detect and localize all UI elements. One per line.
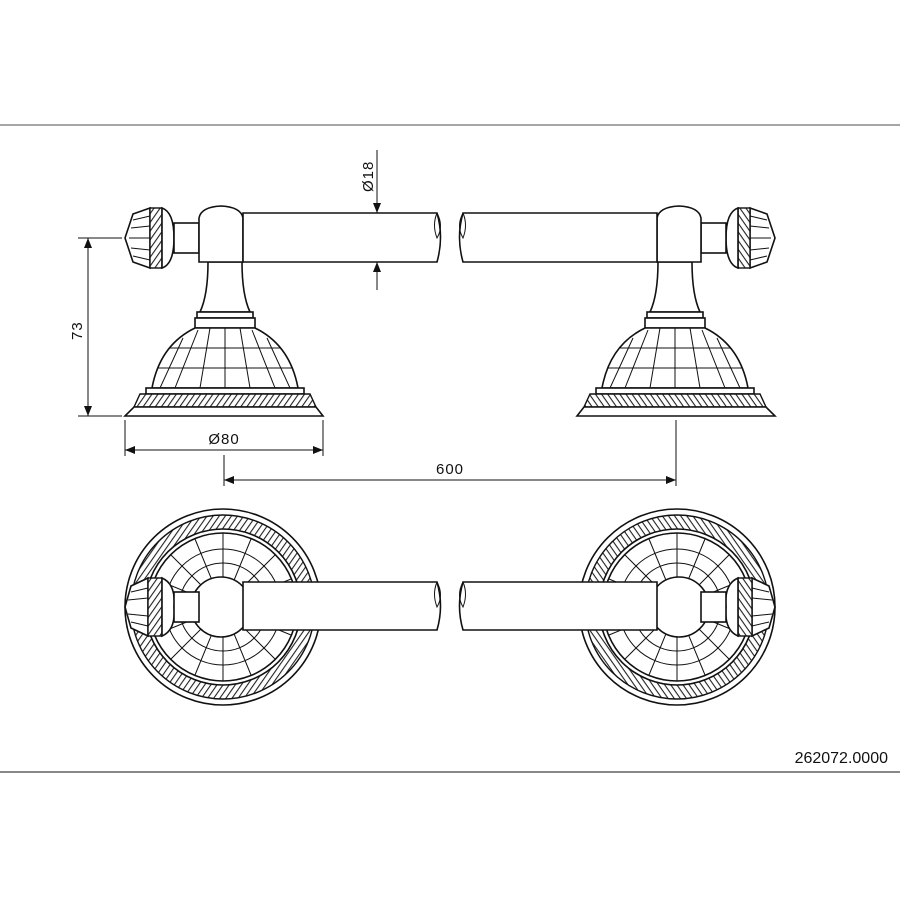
top-view-left-bracket	[124, 508, 442, 706]
top-view-right-bracket	[458, 508, 776, 706]
side-view-right-bracket	[458, 205, 776, 417]
side-view-left-bracket	[124, 205, 442, 417]
rod-diameter-dimension: Ø18	[360, 150, 381, 290]
part-number: 262072.0000	[795, 750, 889, 767]
height-dimension: 73	[69, 237, 122, 417]
center-distance-dimension: 600	[223, 420, 677, 486]
rod-diameter-label: Ø18	[360, 161, 377, 192]
height-label: 73	[69, 321, 86, 340]
center-distance-label: 600	[436, 461, 464, 478]
base-diameter-label: Ø80	[208, 431, 239, 448]
base-diameter-dimension: Ø80	[124, 420, 324, 456]
